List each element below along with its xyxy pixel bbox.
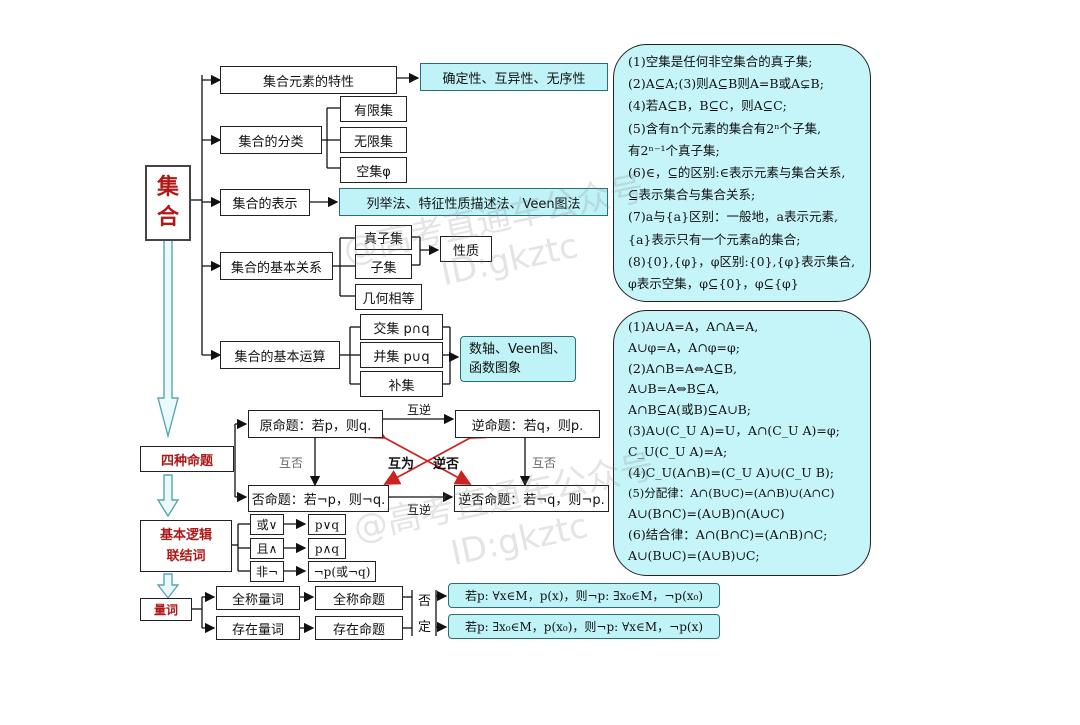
converse-proposition-box: 逆命题：若q，则p. [455, 410, 600, 438]
root-title-char-1: 集 [156, 175, 179, 200]
panel-top-line: (5)含有n个元素的集合有2ⁿ个子集, [628, 120, 822, 136]
panel-bottom-line: (1)A∪A=A，A∩A=A, [628, 319, 759, 334]
operations-result-text: 数轴、Veen图、函数图象 [469, 342, 567, 376]
classification-box: 集合的分类 [220, 126, 322, 154]
panel-bottom-line: A∪φ=A，A∩φ=φ; [628, 339, 740, 355]
existential-proposition-box: 存在命题 [315, 616, 403, 640]
quantifiers-title-box: 量词 [140, 598, 192, 621]
panel-bottom-line: A∩B⊆A(或B)⊆A∪B; [628, 402, 751, 418]
operation-item-intersection: 交集 p∩q [360, 314, 443, 340]
panel-top-line: (2)A⊆A;(3)则A⊆B则A=B或A⊊B; [628, 76, 824, 92]
panel-top-line: (4)若A⊆B，B⊆C，则A⊆C; [628, 98, 787, 114]
panel-bottom-line: C_U(C_U A)=A; [628, 443, 728, 459]
label-center-contrapositive: 逆否 [433, 457, 460, 472]
class-item-infinite: 无限集 [340, 127, 407, 153]
label-mutual-negation-right: 互否 [532, 456, 557, 470]
panel-top-line: (6)∈，⊆的区别:∈表示元素与集合关系, [628, 165, 846, 181]
operation-item-union: 并集 p∪q [360, 342, 443, 368]
relation-item-proper-subset: 真子集 [355, 225, 412, 250]
logic-item-or: 或∨ [250, 514, 284, 535]
logic-title-line-2: 联结词 [166, 549, 206, 564]
operations-box: 集合的基本运算 [220, 341, 340, 369]
representation-box: 集合的表示 [220, 189, 310, 216]
class-item-finite: 有限集 [340, 96, 407, 122]
logic-item-not: 非¬ [250, 561, 284, 582]
negation-label-char-1: 否 [418, 594, 432, 609]
panel-bottom-line: A∪(B∩C)=(A∪B)∩(A∪C) [628, 506, 785, 522]
subset-properties-panel: (1)空集是任何非空集合的真子集; (2)A⊆A;(3)则A⊆B则A=B或A⊊B… [613, 44, 871, 302]
logic-result-and: p∧q [308, 538, 346, 559]
panel-top-line: ⊆表示集合与集合关系; [628, 187, 756, 203]
root-title-box: 集 合 [145, 165, 191, 241]
panel-top-line: φ表示空集，φ⊆{0}，φ⊆{φ} [628, 276, 799, 292]
contrapositive-proposition-box: 逆否命题：若¬q，则¬p. [454, 485, 609, 512]
properties-result-box: 确定性、互异性、无序性 [420, 63, 608, 91]
panel-bottom-line: (3)A∪(C_U A)=U，A∩(C_U A)=φ; [628, 422, 840, 438]
panel-top-line: (7)a与{a}区别：一般地，a表示元素, [628, 209, 838, 225]
existential-negation-result: 若p: ∃x₀∈M，p(x₀)，则¬p: ∀x∈M，¬p(x) [448, 614, 720, 639]
label-center-mutual: 互为 [388, 457, 415, 472]
operation-laws-panel: (1)A∪A=A，A∩A=A, A∪φ=A，A∩φ=φ; (2)A∩B=A⇔A⊆… [613, 310, 871, 576]
universal-quantifier-box: 全称量词 [216, 586, 300, 610]
universal-proposition-box: 全称命题 [315, 586, 403, 610]
relation-property-box: 性质 [440, 236, 492, 262]
root-title-char-2: 合 [156, 205, 179, 230]
logic-title-box: 基本逻辑 联结词 [140, 520, 232, 572]
panel-bottom-line: A∪(B∪C)=(A∪B)∪C; [628, 547, 760, 563]
panel-bottom-line: (6)结合律：A∩(B∩C)=(A∩B)∩C; [628, 526, 828, 542]
panel-bottom-line: (2)A∩B=A⇔A⊆B, [628, 360, 738, 376]
relation-item-equal: 几何相等 [355, 284, 422, 310]
class-item-empty: 空集φ [340, 157, 407, 183]
logic-result-or: p∨q [308, 514, 346, 535]
label-mutual-converse-top: 互逆 [407, 403, 432, 417]
inverse-proposition-box: 否命题：若¬p，则¬q. [248, 485, 389, 512]
existential-quantifier-box: 存在量词 [216, 616, 300, 640]
original-proposition-box: 原命题：若p，则q. [248, 410, 383, 438]
panel-bottom-line: A∪B=A⇔B⊆A, [628, 381, 720, 397]
panel-top-line: 有2ⁿ⁻¹个真子集; [628, 142, 720, 158]
label-mutual-converse-bottom: 互逆 [407, 503, 432, 517]
logic-title-line-1: 基本逻辑 [159, 528, 212, 543]
propositions-title-box: 四种命题 [140, 446, 234, 472]
panel-bottom-line: (4)C_U(A∩B)=(C_U A)∪(C_U B); [628, 464, 835, 480]
logic-result-not: ¬p(或¬q) [308, 561, 376, 582]
panel-bottom-line: (5)分配律：A∩(B∪C)=(A∩B)∪(A∩C) [628, 486, 835, 501]
panel-top-line: (1)空集是任何非空集合的真子集; [628, 54, 813, 69]
operation-item-complement: 补集 [360, 371, 443, 397]
label-mutual-negation-left: 互否 [279, 456, 304, 470]
universal-negation-result: 若p: ∀x∈M，p(x)，则¬p: ∃x₀∈M，¬p(x₀) [448, 583, 720, 608]
operations-result-box: 数轴、Veen图、函数图象 [460, 336, 576, 382]
relations-box: 集合的基本关系 [220, 252, 333, 280]
panel-top-line: {a}表示只有一个元素a的集合; [628, 231, 801, 247]
relation-item-subset: 子集 [355, 254, 412, 279]
properties-box: 集合元素的特性 [220, 66, 397, 94]
negation-label-char-2: 定 [418, 620, 432, 635]
panel-top-line: (8){0},{φ}，φ区别:{0},{φ}表示集合, [628, 253, 856, 269]
representation-result-box: 列举法、特征性质描述法、Veen图法 [339, 188, 608, 216]
logic-item-and: 且∧ [250, 538, 284, 559]
